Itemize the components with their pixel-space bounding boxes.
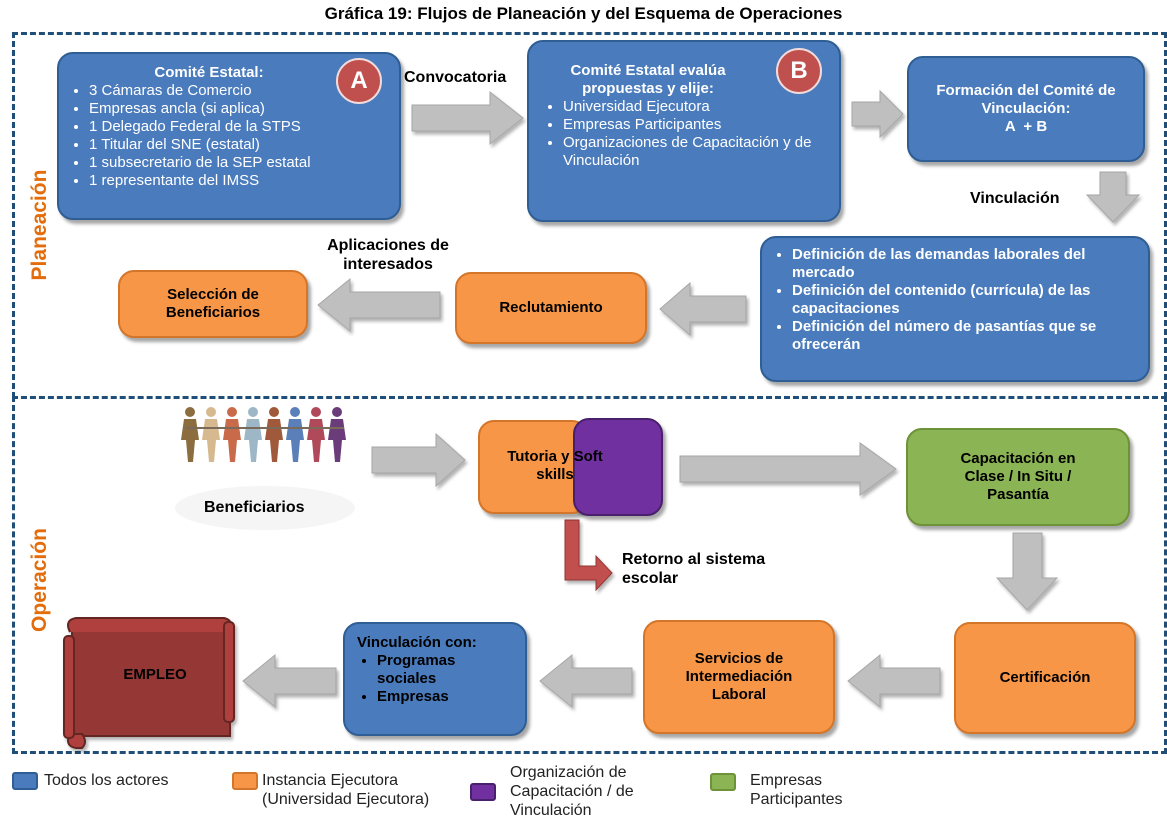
tutoria-text: Tutoria y Soft skills [507,448,603,483]
legend-label: Organización de Capacitación / de Vincul… [510,764,634,819]
arrow-to-servicios [847,653,941,709]
list-item: Empresas [377,688,515,706]
tutoria-box-purple [573,418,663,516]
capacitacion-text: Capacitación en Clase / In Situ / Pasant… [960,450,1076,503]
arrow-to-formacion [851,89,904,139]
legend-swatch-green [710,773,736,791]
arrow-aplicaciones [317,277,441,333]
retorno-label: Retorno al sistema escolar [622,551,766,587]
legend-swatch-blue [12,772,38,790]
legend-label: Instancia Ejecutora (Universidad Ejecuto… [262,772,430,808]
arrow-to-reclutamiento [659,281,747,337]
arrow-retorno [564,519,613,592]
certificacion-text: Certificación [999,669,1091,686]
list-item: Definición del número de pasantías que s… [792,318,1138,354]
legend-label: Empresas Participantes [750,772,843,808]
list-item: Definición del contenido (currícula) de … [792,282,1138,318]
seleccion-text: Selección de Beneficiarios [165,286,261,321]
seleccion-box: Selección de Beneficiarios [118,270,308,338]
capacitacion-box: Capacitación en Clase / In Situ / Pasant… [906,428,1130,526]
servicios-text: Servicios de Intermediación Laboral [685,650,793,703]
list-item: Empresas Participantes [563,116,829,134]
convocatoria-label: Convocatoria [404,69,507,86]
comite-evalua-list: Universidad Ejecutora Empresas Participa… [543,98,829,170]
list-item: 1 Delegado Federal de la STPS [89,118,389,136]
diagram-title: Gráfica 19: Flujos de Planeación y del E… [324,4,843,23]
comite-evalua-heading: Comité Estatal evalúa propuestas y elije… [570,62,726,97]
reclutamiento-text: Reclutamiento [499,299,603,316]
vinculacion-label: Vinculación [970,190,1060,207]
formacion-line2: A + B [1004,118,1048,135]
beneficiarios-label: Beneficiarios [204,499,305,516]
vinculacion-con-heading: Vinculación con: [357,634,477,651]
vinculacion-con-list: Programas sociales Empresas [357,652,515,706]
certificacion-box: Certificación [954,622,1136,734]
planeacion-section [12,32,1167,398]
arrow-to-capacitacion [679,442,897,496]
tutoria-box-orange [478,420,588,514]
formacion-comite-box: Formación del Comité de Vinculación: A +… [907,56,1145,162]
vinculacion-con-box: Vinculación con: Programas sociales Empr… [343,622,527,736]
formacion-line1: Formación del Comité de Vinculación: [936,82,1116,117]
aplicaciones-label: Aplicaciones de interesados [327,237,449,273]
arrow-vinculacion [1085,171,1141,223]
arrow-to-tutoria [371,432,466,488]
legend-label: Todos los actores [44,772,169,789]
list-item: 1 representante del IMSS [89,172,389,190]
servicios-box: Servicios de Intermediación Laboral [643,620,835,734]
arrow-to-certificacion [995,532,1059,611]
legend-swatch-orange [232,772,258,790]
comite-estatal-box: Comité Estatal: 3 Cámaras de Comercio Em… [57,52,401,220]
definiciones-list: Definición de las demandas laborales del… [772,246,1138,354]
operacion-section [12,396,1167,754]
arrow-to-vinculacion-con [539,653,633,709]
arrow-convocatoria [411,90,524,146]
empleo-scroll [63,617,235,749]
list-item: 1 Titular del SNE (estatal) [89,136,389,154]
list-item: Programas sociales [377,652,477,688]
people-icon-group [181,407,346,462]
reclutamiento-box: Reclutamiento [455,272,647,344]
list-item: Definición de las demandas laborales del… [792,246,1138,282]
list-item: 3 Cámaras de Comercio [89,82,389,100]
badge-a: A [336,58,382,104]
comite-estatal-heading: Comité Estatal: [154,64,264,81]
list-item: 1 subsecretario de la SEP estatal [89,154,389,172]
list-item: Universidad Ejecutora [563,98,829,116]
badge-b: B [776,48,822,94]
legend-swatch-purple [470,783,496,801]
list-item: Empresas ancla (si aplica) [89,100,389,118]
list-item: Organizaciones de Capacitación y de Vinc… [563,134,829,170]
arrow-to-empleo [242,653,337,709]
empleo-text: EMPLEO [123,666,187,683]
comite-estatal-list: 3 Cámaras de Comercio Empresas ancla (si… [69,82,389,190]
definiciones-box: Definición de las demandas laborales del… [760,236,1150,382]
